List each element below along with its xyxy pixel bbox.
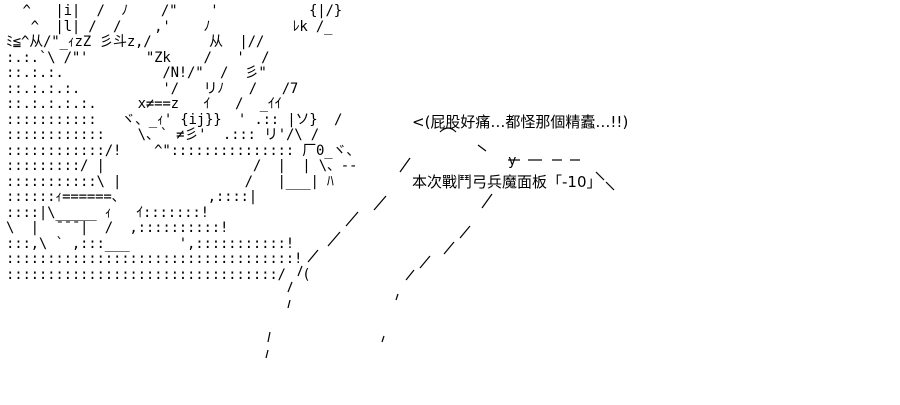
ascii-art-figure: ^ |i| / ﾉ /" ' {|/} ^ |l| / / ,' ﾉ ﾚk /_… (6, 3, 361, 283)
caption-text: <(屁股好痛…都怪那個精蠹…!!) 本次戰鬥弓兵魔面板「-10」 (412, 72, 628, 212)
caption-line-1: <(屁股好痛…都怪那個精蠹…!!) (412, 113, 629, 131)
caption-line-2: 本次戰鬥弓兵魔面板「-10」 (412, 173, 602, 191)
